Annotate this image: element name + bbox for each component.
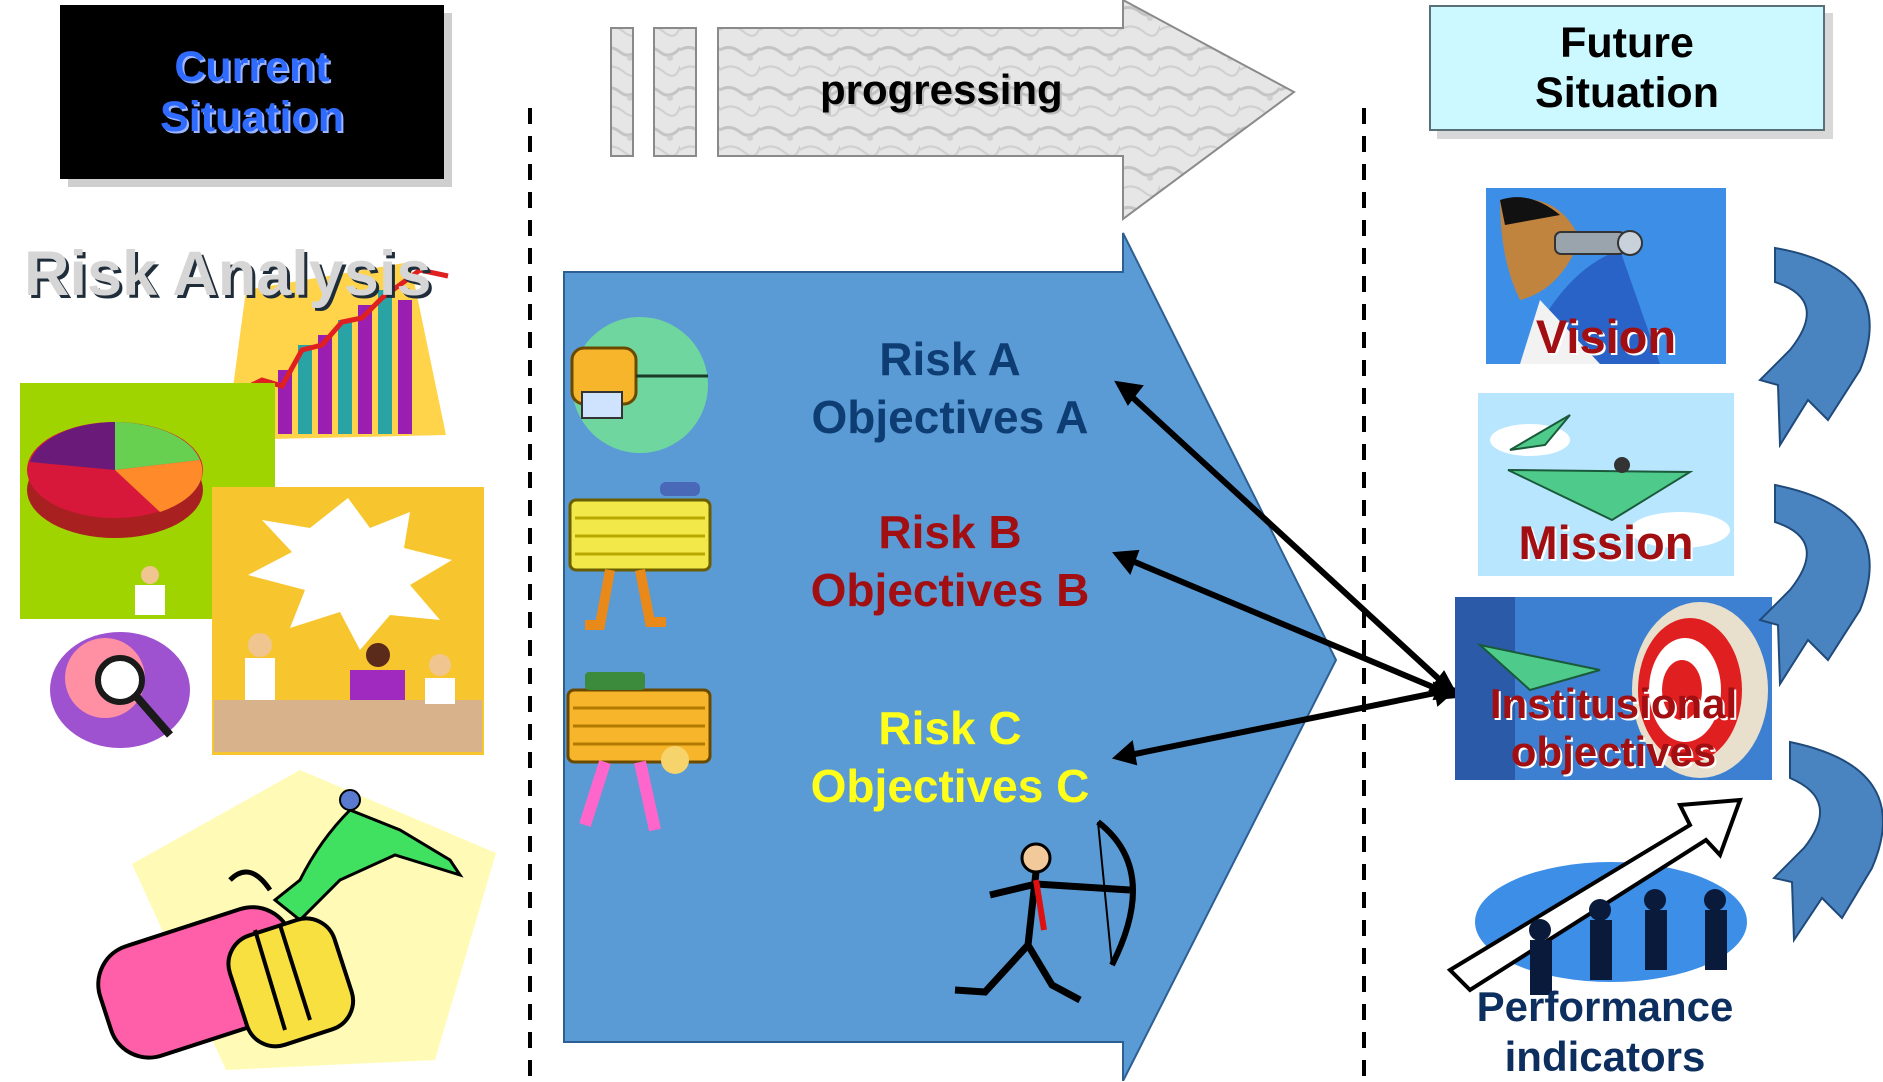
- risk-a-label: Risk A: [879, 333, 1021, 385]
- vision-label: Vision: [1535, 310, 1677, 363]
- curved-arrows: [1758, 246, 1883, 944]
- risk-b-group: Risk B Objectives B: [750, 503, 1150, 619]
- future-situation-line2: Situation: [1535, 69, 1719, 117]
- progress-arrow-head: [717, 0, 1296, 221]
- institusional-objectives-label: Institusional objectives: [1489, 680, 1738, 775]
- objectives-c-label: Objectives C: [810, 760, 1090, 812]
- risk-c-label: Risk C: [878, 702, 1022, 754]
- paper-carrier-icon: [568, 482, 712, 630]
- future-situation-line1: Future: [1560, 19, 1694, 67]
- progress-arrow: [610, 0, 1296, 221]
- magnifier-clipart: [50, 632, 190, 748]
- target-clipart: [1455, 597, 1772, 780]
- curved-arrow-2: [1758, 483, 1871, 688]
- future-situation-header: Future Situation: [1429, 5, 1825, 131]
- current-situation-line2: Situation: [160, 93, 344, 141]
- archer-icon: [954, 819, 1136, 1004]
- objectives-a-label: Objectives A: [811, 391, 1089, 443]
- worker-helmet-icon: [570, 317, 708, 453]
- meeting-clipart: [212, 487, 484, 755]
- mission-clipart: [1478, 393, 1734, 576]
- money-carrier-icon: [566, 672, 712, 832]
- performance-clipart: [1446, 797, 1747, 995]
- risk-c-group: Risk C Objectives C: [750, 699, 1150, 815]
- current-situation-header: Current Situation: [60, 5, 444, 179]
- risk-b-label: Risk B: [878, 506, 1022, 558]
- connector-arrows: [1111, 380, 1460, 766]
- traveler-clipart: [96, 770, 496, 1070]
- current-situation-line1: Current: [174, 43, 330, 91]
- progress-bar-2: [653, 27, 697, 157]
- curved-arrow-3: [1772, 740, 1883, 944]
- performance-indicators-label: Performance indicators: [1476, 983, 1734, 1080]
- curved-arrow-1: [1758, 246, 1871, 449]
- center-arrow-panel: [563, 232, 1338, 1081]
- mission-label: Mission: [1518, 516, 1694, 569]
- vision-clipart: [1486, 188, 1726, 364]
- progressing-label: progressing: [820, 66, 1063, 113]
- risk-a-group: Risk A Objectives A: [750, 330, 1150, 446]
- risk-analysis-title: Risk Analysis: [24, 239, 432, 309]
- objectives-b-label: Objectives B: [810, 564, 1090, 616]
- progress-bar-1: [610, 27, 634, 157]
